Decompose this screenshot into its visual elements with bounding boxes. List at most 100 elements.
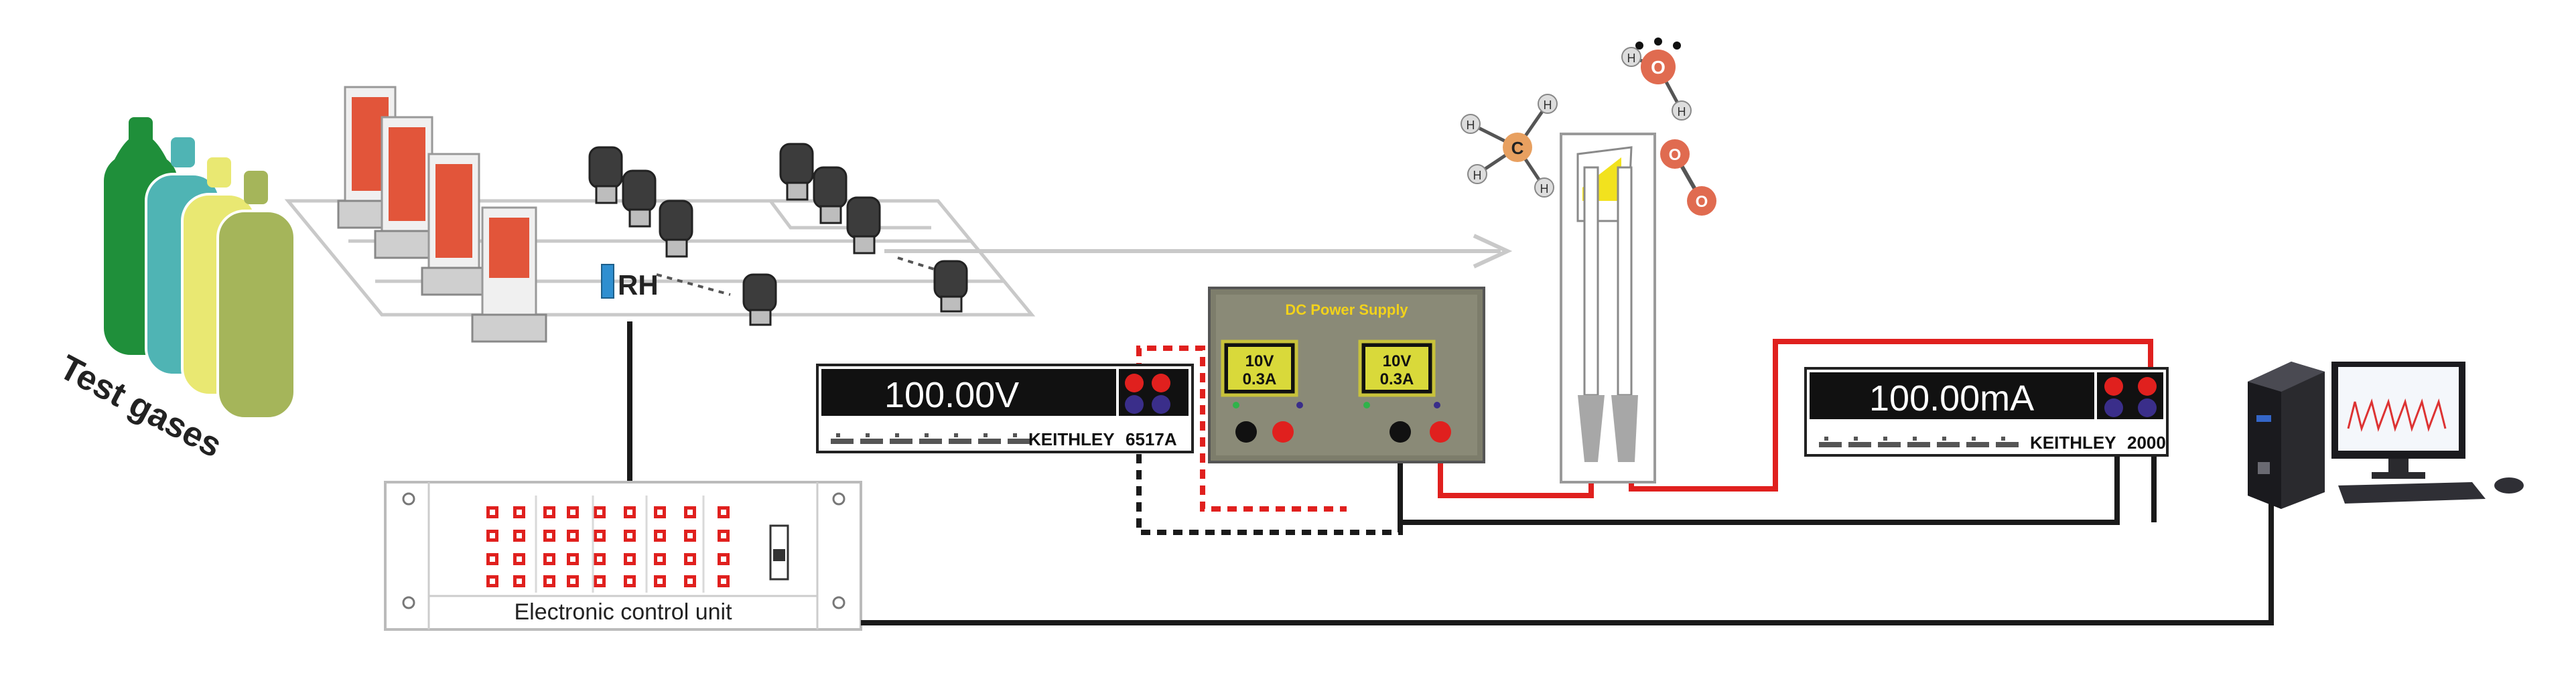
meter-key [1966, 437, 1989, 447]
meter-key [1996, 437, 2019, 447]
solenoid-valve [813, 166, 848, 224]
meter-key [919, 433, 942, 444]
relay-terminal [718, 506, 730, 518]
ammeter-model: 2000 [2127, 433, 2166, 453]
dashed-flow-lines [656, 256, 952, 296]
relay-terminal [654, 575, 666, 587]
relay-terminal [594, 553, 606, 565]
psu-left-voltage: 10V [1245, 352, 1274, 370]
meter-key [860, 433, 883, 444]
relay-terminal [684, 553, 696, 565]
oxygen-atom-label: O [1696, 193, 1708, 211]
oxygen-molecule: O O [1660, 139, 1716, 216]
methane-h-label: H [1473, 169, 1482, 182]
relay-terminal [513, 575, 525, 587]
relay-terminal [594, 506, 606, 518]
solenoid-valve [933, 260, 968, 313]
psu-left-current: 0.3A [1243, 370, 1277, 388]
relay-terminal [654, 530, 666, 542]
psu-terminal-black-right [1389, 421, 1411, 443]
methane-molecule: C H H H H [1461, 94, 1558, 198]
relay-terminal [513, 506, 525, 518]
relay-terminal [513, 553, 525, 565]
solenoid-valve [779, 143, 814, 201]
ecu-switch [769, 524, 789, 581]
monitor-signal-plot [2347, 398, 2447, 433]
relay-terminal [486, 506, 498, 518]
solenoid-valve [846, 196, 881, 254]
relay-terminal [543, 553, 555, 565]
solenoid-valve [588, 146, 623, 204]
psu-right-current: 0.3A [1380, 370, 1414, 388]
mass-flow-controller-3 [421, 153, 490, 296]
relay-terminal [684, 575, 696, 587]
relay-terminal [567, 506, 579, 518]
relay-terminal [624, 553, 636, 565]
oxygen-atom-label: O [1669, 146, 1682, 164]
relay-terminal [567, 575, 579, 587]
psu-right-voltage: 10V [1383, 352, 1412, 370]
relay-terminal [718, 575, 730, 587]
rh-sensor: RH [601, 264, 659, 301]
gas-cylinder-olive [216, 171, 296, 420]
pc-keyboard [2338, 482, 2486, 504]
water-h-label: H [1627, 52, 1636, 65]
relay-terminal [684, 506, 696, 518]
gas-flow-arrow [884, 234, 1513, 269]
relay-terminal [486, 530, 498, 542]
relay-terminal [543, 575, 555, 587]
meter-key [831, 433, 854, 444]
gas-cylinders [104, 117, 296, 420]
relay-terminal [718, 553, 730, 565]
power-supply-title: DC Power Supply [1285, 301, 1408, 318]
relay-terminal [543, 530, 555, 542]
methane-h-label: H [1544, 98, 1552, 112]
ecu-relay-grid [486, 496, 730, 593]
relay-terminal [654, 506, 666, 518]
meter-key [1937, 437, 1960, 447]
meter-key [978, 433, 1001, 444]
meter-key [1819, 437, 1842, 447]
ammeter-brand: KEITHLEY [2030, 433, 2116, 453]
psu-terminal-black-left [1235, 421, 1257, 443]
meter-key [1907, 437, 1930, 447]
voltmeter-keypad [831, 433, 1030, 444]
keithley-6517a-voltmeter: 100.00V KEITHLEY 6517A [816, 364, 1194, 453]
psu-terminal-red-left [1272, 421, 1294, 443]
methane-h-label: H [1540, 182, 1549, 196]
methane-h-label: H [1467, 119, 1475, 132]
relay-terminal [624, 575, 636, 587]
relay-terminal [513, 530, 525, 542]
ecu-label: Electronic control unit [514, 599, 732, 625]
relay-terminal [486, 553, 498, 565]
mass-flow-controller-2 [374, 116, 444, 259]
relay-terminal [567, 553, 579, 565]
voltmeter-display: 100.00V [884, 375, 1019, 415]
ammeter-keypad [1819, 437, 2019, 447]
psu-terminal-red-right [1430, 421, 1451, 443]
relay-terminal [718, 530, 730, 542]
rh-label: RH [618, 269, 659, 301]
pc-mouse [2494, 477, 2524, 494]
relay-terminal [543, 506, 555, 518]
relay-terminal [567, 530, 579, 542]
solenoid-valve [659, 200, 693, 258]
meter-key [1008, 433, 1030, 444]
meter-key [1848, 437, 1871, 447]
mass-flow-controller-4 [471, 206, 547, 343]
meter-key [949, 433, 971, 444]
water-oxygen-label: O [1651, 57, 1666, 78]
relay-terminal [486, 575, 498, 587]
solenoid-valve [622, 169, 657, 228]
relay-terminal [624, 530, 636, 542]
solenoid-valves [588, 143, 968, 326]
pc-monitor [2331, 362, 2465, 479]
dc-power-supply: DC Power Supply 10V 0.3A 10V 0.3A [1208, 287, 1485, 463]
meter-key [1878, 437, 1901, 447]
computer [2248, 362, 2524, 509]
mass-flow-controllers [337, 86, 547, 343]
voltmeter-model: 6517A [1126, 429, 1177, 449]
pc-tower [2248, 362, 2325, 509]
electronic-control-unit: Electronic control unit [384, 481, 862, 631]
